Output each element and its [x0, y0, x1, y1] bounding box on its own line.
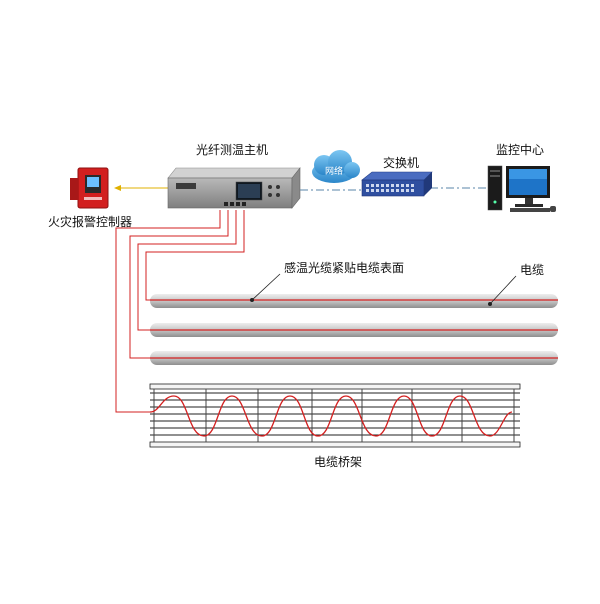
computer-monitor-icon: [506, 166, 556, 212]
pc-tower-icon: [487, 165, 503, 211]
fire-alarm-label: 火灾报警控制器: [48, 214, 132, 229]
cable-3: [150, 351, 558, 365]
monitor-center-label: 监控中心: [496, 142, 544, 157]
cable-tray: [149, 383, 521, 448]
cable-tray-label: 电缆桥架: [314, 455, 362, 469]
cable-label: 电缆: [520, 263, 544, 277]
alarm-signal-arrow: [114, 185, 168, 191]
fiber-temperature-host-icon: [167, 167, 301, 209]
fire-alarm-panel-icon: [70, 167, 109, 209]
cable-2: [150, 323, 558, 337]
network-label: 网络: [325, 165, 343, 177]
fiber-on-cable-label: 感温光缆紧贴电缆表面: [284, 260, 404, 275]
sensing-fiber-routes: [115, 210, 558, 413]
host-label: 光纤测温主机: [196, 143, 268, 157]
network-link: [300, 187, 488, 191]
switch-label: 交换机: [383, 155, 419, 170]
cloud-icon: [312, 150, 360, 183]
cable-callout: [488, 275, 517, 306]
cable-1: [150, 294, 558, 308]
fiber-callout: [250, 273, 281, 302]
network-switch-icon: [361, 171, 433, 197]
tray-sensing-fiber: [149, 395, 513, 437]
